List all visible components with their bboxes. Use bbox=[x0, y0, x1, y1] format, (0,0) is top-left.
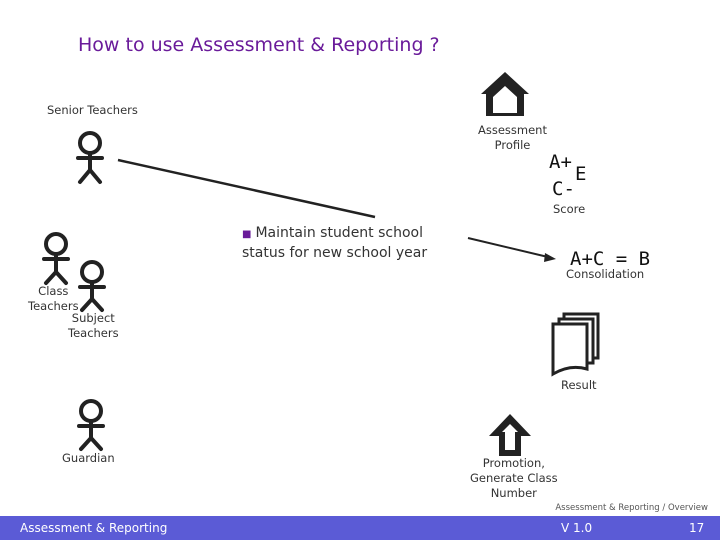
footer-left-text: Assessment & Reporting bbox=[20, 521, 168, 535]
consolidation-arrow bbox=[467, 237, 556, 262]
house-icon bbox=[481, 72, 529, 116]
guardian-label: Guardian bbox=[62, 451, 115, 465]
senior-teacher-figure bbox=[76, 131, 104, 184]
up-arrow-icon bbox=[489, 414, 531, 456]
promotion-label: Promotion, Generate Class Number bbox=[470, 456, 558, 500]
consolidation-label: Consolidation bbox=[566, 267, 645, 281]
footer-version: V 1.0 bbox=[561, 521, 593, 535]
senior-teachers-label: Senior Teachers bbox=[47, 103, 138, 117]
grade-e: E bbox=[575, 163, 587, 185]
bullet-marker: ■ bbox=[242, 229, 252, 240]
subject-teacher-figure bbox=[78, 260, 106, 312]
assessment-profile-label: Assessment Profile bbox=[478, 123, 547, 152]
bullet-point: ■Maintain student school status for new … bbox=[242, 224, 462, 262]
consolidation-formula: A+C = B bbox=[570, 248, 651, 270]
result-label: Result bbox=[561, 378, 597, 392]
guardian-figure bbox=[77, 399, 105, 451]
document-stack-icon bbox=[551, 312, 600, 377]
score-label: Score bbox=[553, 202, 586, 216]
subject-teachers-label: Subject Teachers bbox=[68, 311, 119, 340]
class-teachers-label: Class Teachers bbox=[28, 284, 79, 313]
grade-a-plus: A+ bbox=[549, 151, 572, 173]
grade-c-minus: C- bbox=[552, 178, 575, 200]
footer-note: Assessment & Reporting / Overview bbox=[555, 503, 708, 513]
connector-line bbox=[117, 158, 376, 219]
bullet-text: Maintain student school status for new s… bbox=[242, 225, 428, 261]
class-teacher-figure bbox=[42, 232, 70, 285]
footer-bar bbox=[0, 516, 720, 540]
page-number: 17 bbox=[689, 521, 705, 535]
page-title: How to use Assessment & Reporting ? bbox=[78, 34, 440, 56]
